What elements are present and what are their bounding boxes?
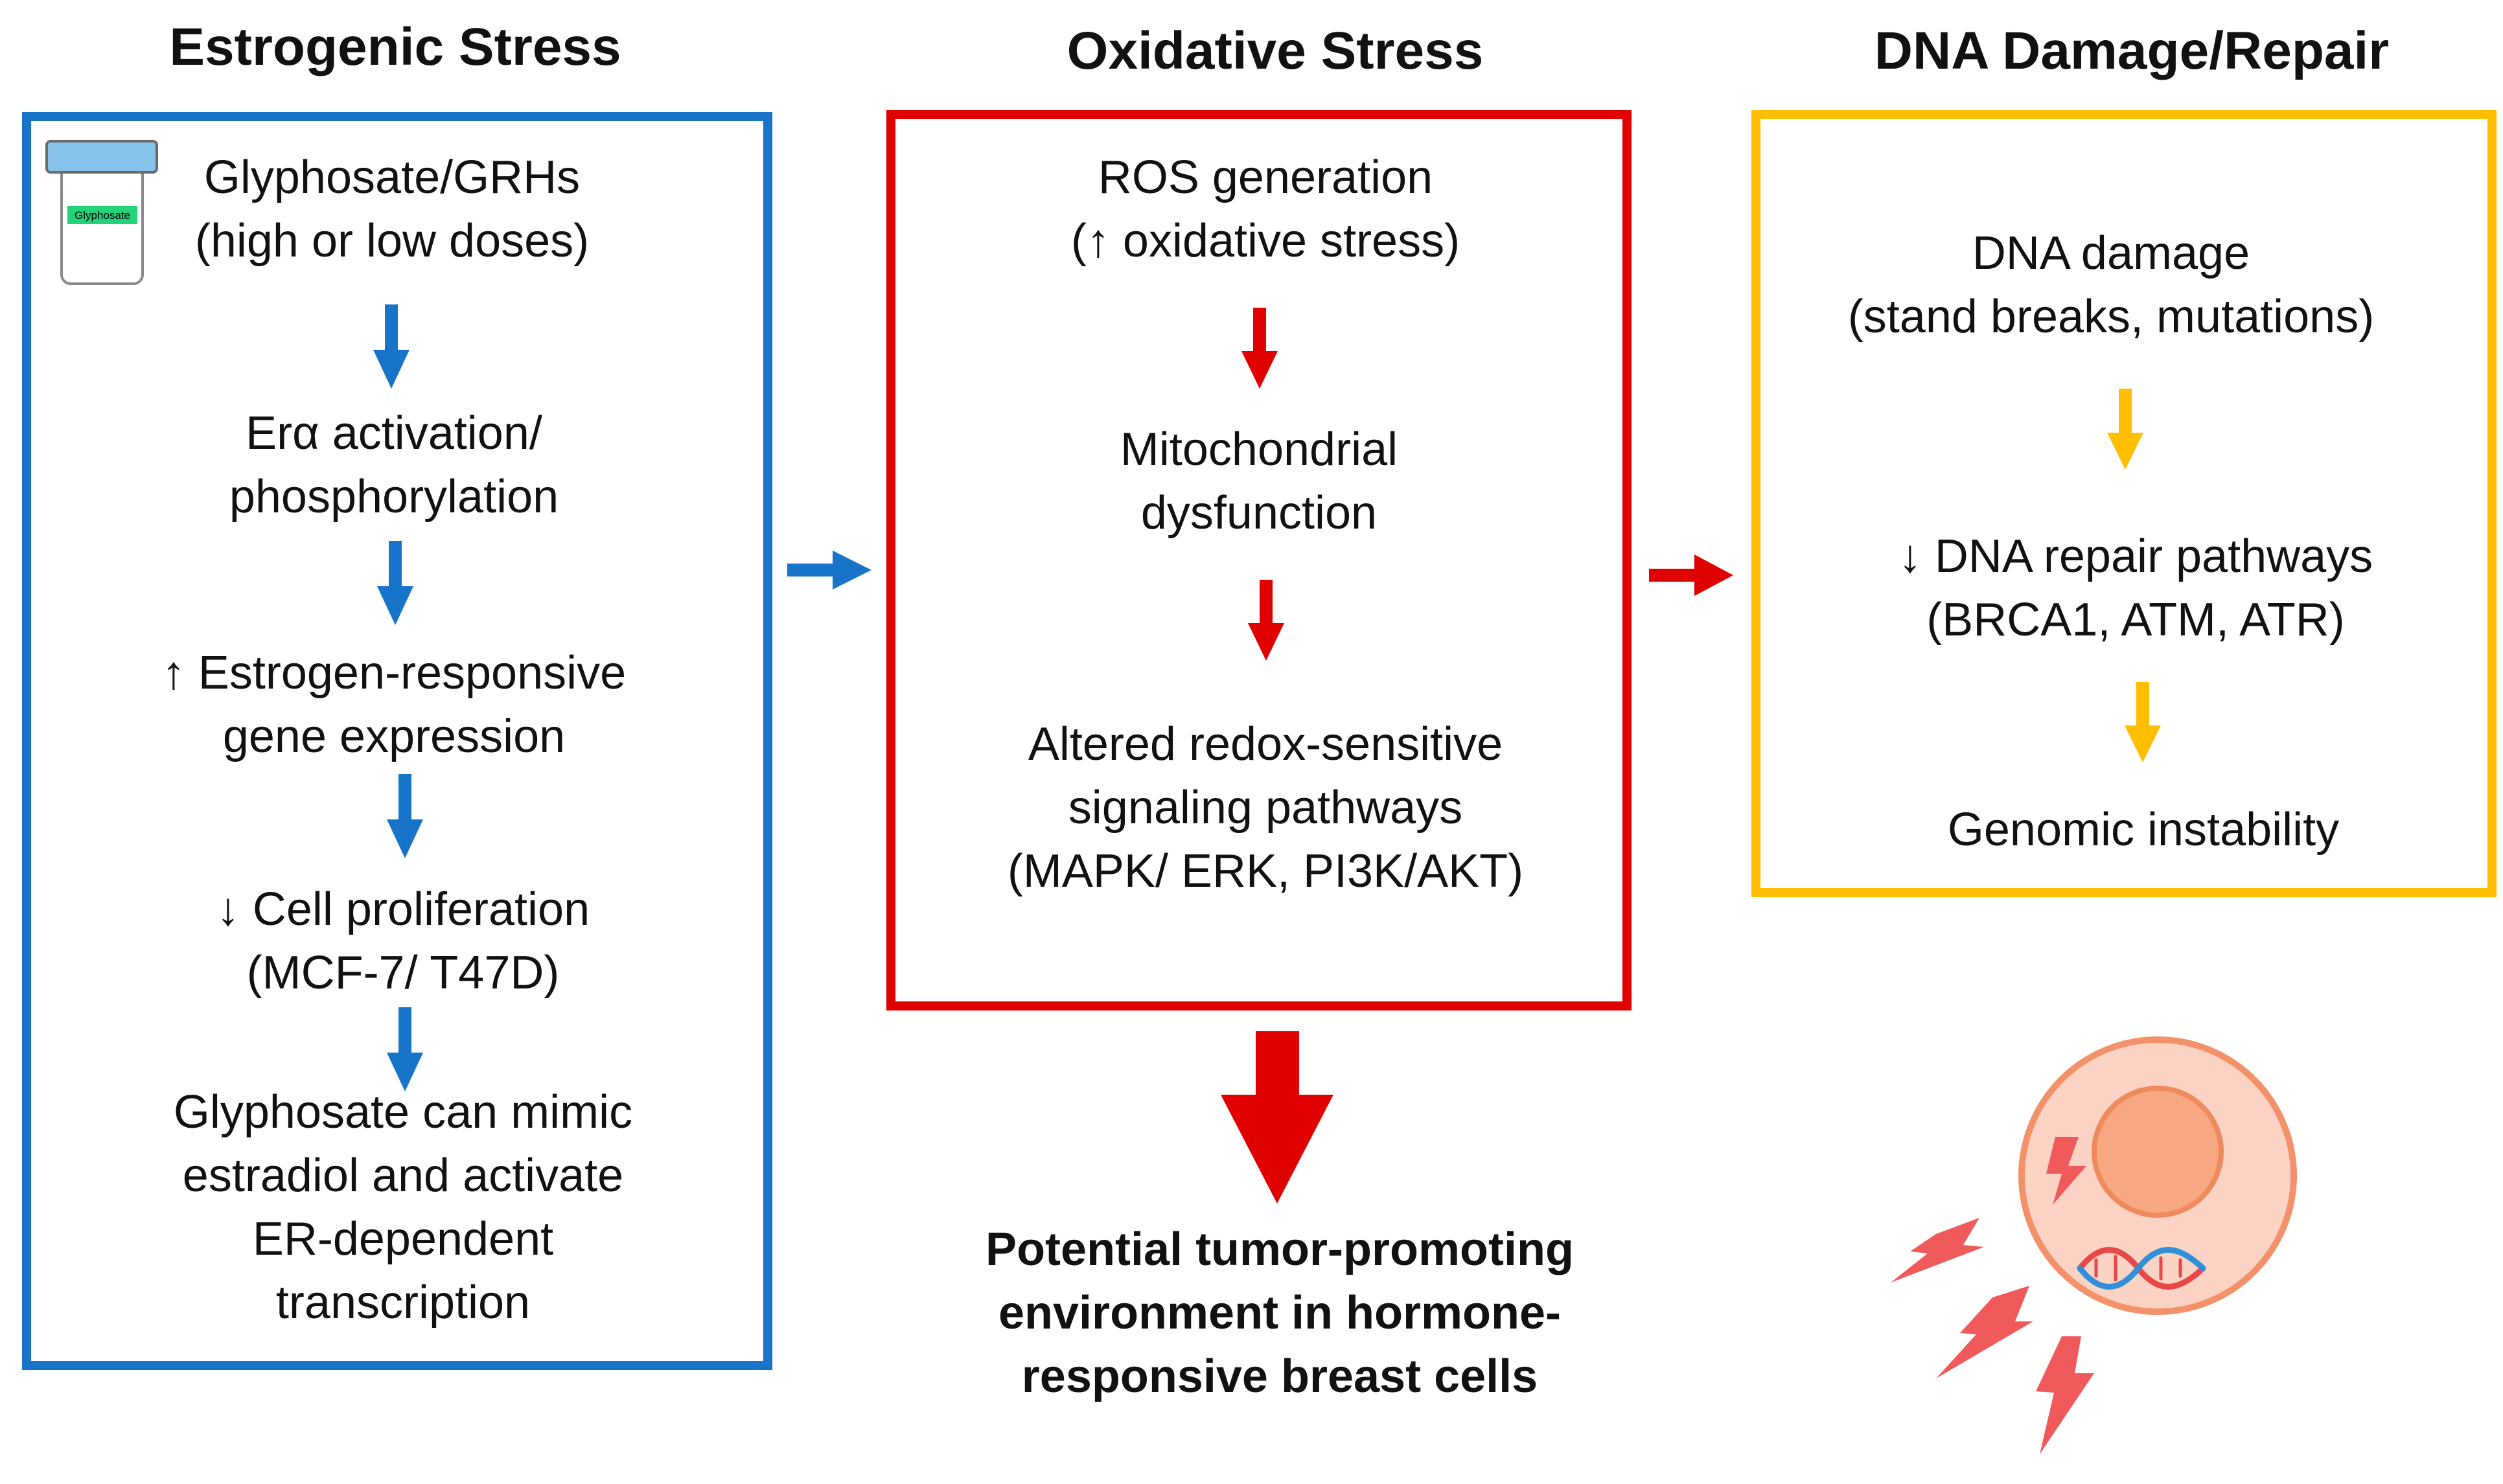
step-line: dysfunction	[1140, 487, 1378, 539]
lightning-bolt-icon	[1936, 1286, 2033, 1378]
lightning-bolt-icon	[1891, 1218, 1984, 1283]
damaged-cell-icon	[1891, 1036, 2297, 1454]
large-down-arrow-icon	[1221, 1031, 1333, 1204]
dna-damage-box	[1751, 110, 2497, 897]
step-line: estradiol and activate	[182, 1150, 624, 1202]
step-dna-repair-pathways: ↓ DNA repair pathways (BRCA1, ATM, ATR)	[1898, 525, 2373, 652]
lightning-bolt-icon	[2036, 1336, 2094, 1454]
step-line: ER-dependent	[252, 1213, 554, 1265]
step-genomic-instability: Genomic instability	[1948, 798, 2339, 862]
step-line: (high or low doses)	[194, 215, 590, 267]
right-arrow-icon	[1649, 554, 1733, 596]
step-er-alpha-activation: Erα activation/ phosphorylation	[229, 402, 559, 529]
step-line: ROS generation	[1098, 152, 1433, 203]
heading-dna-damage-repair: DNA Damage/Repair	[1874, 21, 2390, 80]
step-dna-damage: DNA damage (stand breaks, mutations)	[1848, 222, 2374, 348]
lightning-bolt-icon	[2046, 1137, 2086, 1205]
right-arrow-icon	[787, 551, 871, 589]
cell-nucleus	[2092, 1086, 2224, 1218]
step-ros-generation: ROS generation (↑ oxidative stress)	[1071, 146, 1460, 273]
down-arrow-icon	[2125, 682, 2161, 762]
down-arrow-icon	[1241, 308, 1278, 389]
step-line: (BRCA1, ATM, ATR)	[1926, 594, 2345, 646]
down-arrow-icon	[387, 1007, 423, 1091]
dna-strand-icon	[2077, 1247, 2206, 1290]
glyphosate-jar-icon: Glyphosate	[45, 140, 158, 285]
step-line: (stand breaks, mutations)	[1847, 291, 2375, 343]
step-line: Glyphosate/GRHs	[203, 152, 581, 203]
step-line: ↑ Estrogen-responsive	[161, 647, 627, 699]
step-line: ↓ DNA repair pathways	[1898, 531, 2373, 582]
step-line: Genomic instability	[1947, 804, 2340, 856]
conclusion-line: responsive breast cells	[1021, 1351, 1538, 1402]
conclusion-text: Potential tumor-promoting environment in…	[986, 1218, 1574, 1408]
step-line: gene expression	[222, 711, 566, 762]
step-line: (↑ oxidative stress)	[1070, 215, 1460, 267]
step-line: (MAPK/ ERK, PI3K/AKT)	[1007, 845, 1524, 897]
step-redox-signaling: Altered redox-sensitive signaling pathwa…	[1008, 713, 1523, 903]
step-line: transcription	[275, 1277, 531, 1329]
estrogenic-stress-box	[22, 112, 772, 1370]
step-line: DNA damage	[1972, 227, 2250, 279]
step-glyphosate-exposure: Glyphosate/GRHs (high or low doses)	[195, 146, 589, 273]
conclusion-line: Potential tumor-promoting	[986, 1224, 1574, 1275]
down-arrow-icon	[373, 304, 409, 389]
heading-estrogenic-stress: Estrogenic Stress	[169, 17, 621, 76]
jar-label: Glyphosate	[75, 209, 130, 222]
step-cell-proliferation: ↓ Cell proliferation (MCF-7/ T47D)	[216, 878, 590, 1005]
step-line: signaling pathways	[1068, 782, 1463, 834]
conclusion-line: environment in hormone-	[998, 1287, 1562, 1339]
step-line: Altered redox-sensitive	[1028, 718, 1503, 770]
step-line: Erα activation/	[246, 407, 542, 459]
step-line: (MCF-7/ T47D)	[246, 947, 560, 999]
down-arrow-icon	[2107, 389, 2143, 470]
step-line: phosphorylation	[229, 471, 559, 523]
heading-oxidative-stress: Oxidative Stress	[1067, 21, 1484, 80]
step-glyphosate-mimic-estradiol: Glyphosate can mimic estradiol and activ…	[174, 1080, 632, 1334]
down-arrow-icon	[1248, 580, 1284, 661]
step-line: ↓ Cell proliferation	[216, 884, 590, 935]
down-arrow-icon	[377, 541, 413, 625]
step-line: Mitochondrial	[1120, 424, 1398, 475]
step-mitochondrial-dysfunction: Mitochondrial dysfunction	[1120, 418, 1398, 545]
step-estrogen-gene-expression: ↑ Estrogen-responsive gene expression	[162, 641, 626, 768]
step-line: Glyphosate can mimic	[173, 1086, 633, 1138]
down-arrow-icon	[387, 774, 423, 858]
oxidative-stress-box	[886, 110, 1632, 1010]
